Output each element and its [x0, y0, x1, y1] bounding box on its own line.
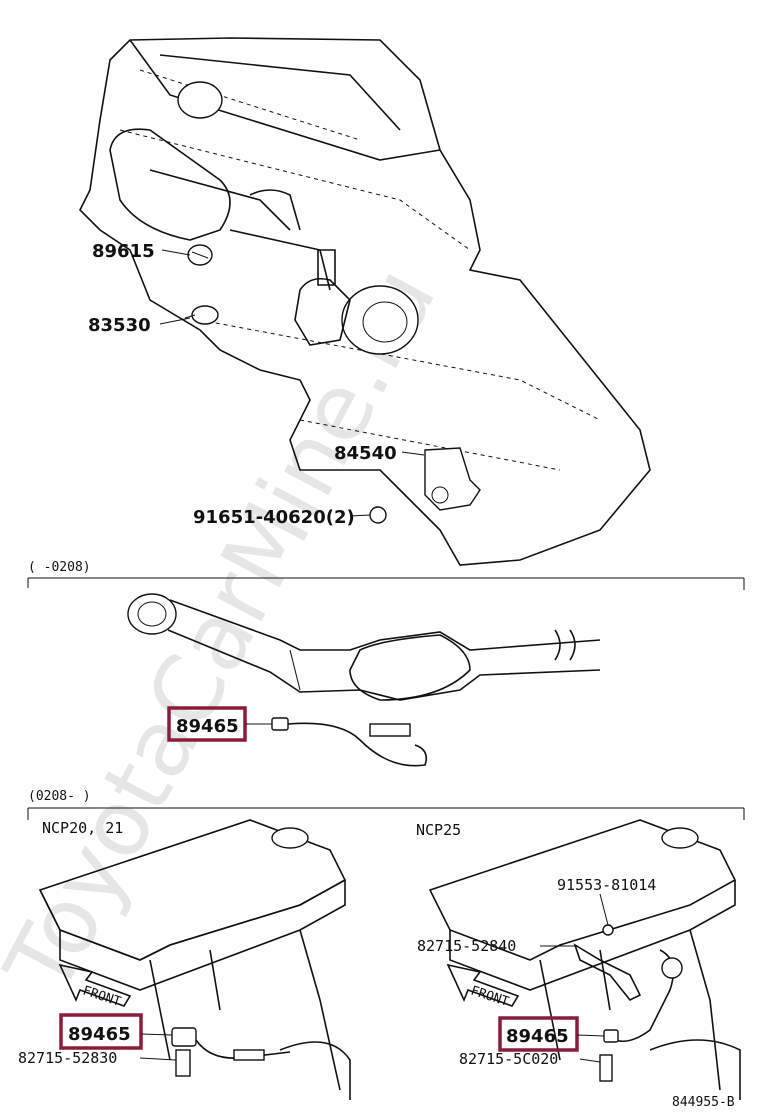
oxygen-sensor-top-icon: [271, 717, 428, 767]
part-label-89465-top[interactable]: 89465: [176, 716, 239, 737]
part-label-91553-81014: 91553-81014: [557, 876, 656, 894]
leader-89465-right: [576, 1034, 605, 1037]
part-label-89465-left[interactable]: 89465: [68, 1024, 131, 1045]
part-label-82715-52840: 82715-52840: [417, 937, 516, 955]
part-label-91651-40620: 91651-40620(2): [193, 507, 355, 528]
front-label-right: FRONT: [469, 984, 511, 1010]
part-label-82715-5c020: 82715-5C020: [459, 1050, 558, 1068]
exhaust-pipe-illustration: [127, 593, 601, 701]
part-label-89615: 89615: [92, 241, 155, 262]
sensor-89615-icon: [187, 244, 213, 266]
leader-82715-5c020: [579, 1058, 601, 1063]
diagram-id: 844955-B: [672, 1095, 735, 1110]
leader-89465-left: [140, 1033, 173, 1036]
highlight-box-89465-left: [59, 1013, 143, 1050]
model-label-ncp20-21: NCP20, 21: [42, 819, 123, 837]
leader-91553-81014: [599, 893, 609, 926]
highlight-box-89465-right: [498, 1016, 579, 1052]
watermark: ToyotaCarMine.ru: [0, 250, 457, 1011]
front-label-left: FRONT: [81, 984, 123, 1010]
section-range-new: (0208- ): [28, 789, 91, 804]
sensor-83530-icon: [184, 305, 219, 325]
leader-82715-52830: [139, 1057, 177, 1061]
sensor-84540-icon: [424, 447, 481, 511]
part-label-82715-52830: 82715-52830: [18, 1049, 117, 1067]
bolt-91651-icon: [369, 506, 387, 524]
model-label-ncp25: NCP25: [416, 821, 461, 839]
engine-right-illustration: [428, 819, 741, 1100]
part-label-83530: 83530: [88, 315, 151, 336]
engine-left-illustration: [38, 819, 351, 1100]
oxygen-sensor-left-icon: [171, 1027, 291, 1077]
part-label-84540: 84540: [334, 443, 397, 464]
part-label-89465-right[interactable]: 89465: [506, 1026, 569, 1047]
section-range-old: ( -0208): [28, 560, 91, 575]
engine-illustration: [79, 37, 651, 566]
oxygen-sensor-right-icon: [599, 1029, 619, 1082]
